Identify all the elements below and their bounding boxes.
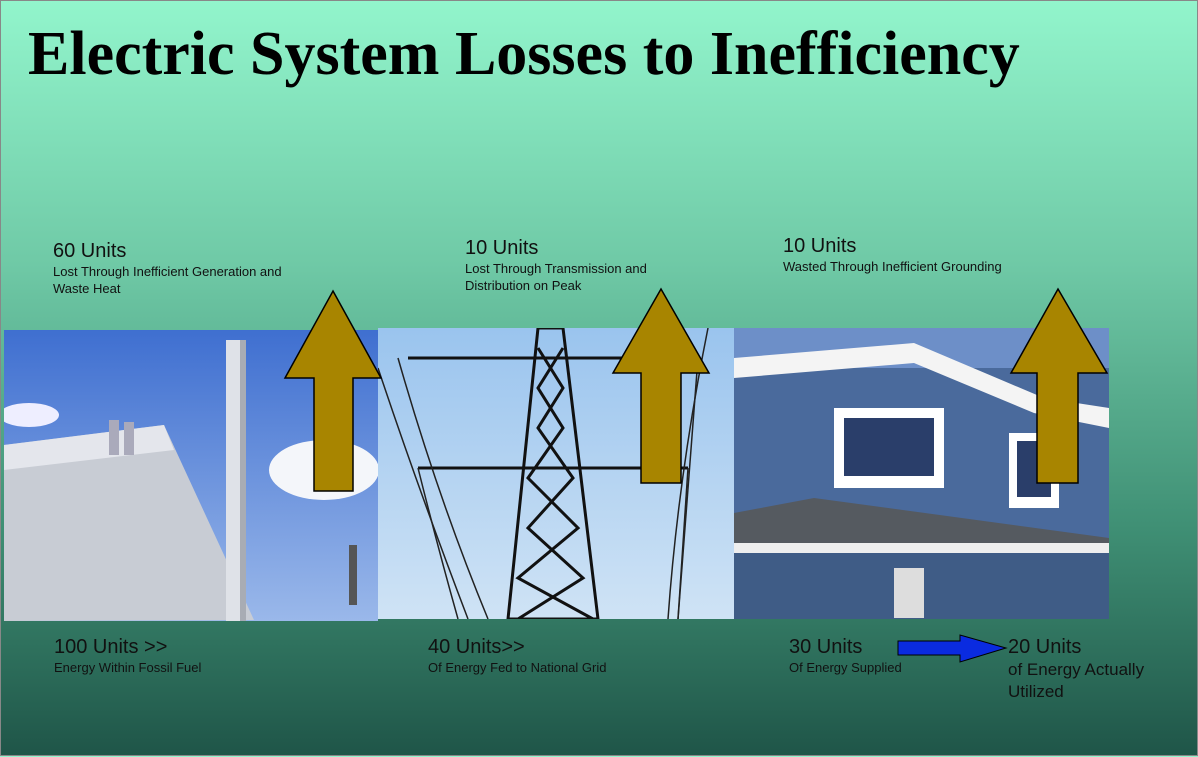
loss-desc: Wasted Through Inefficient Grounding: [783, 259, 1002, 274]
stage-units: 40 Units>>: [428, 636, 525, 658]
loss-label-transmission: 10 Units Lost Through Transmission and D…: [465, 236, 665, 294]
stage-supplied: 30 Units Of Energy Supplied: [789, 635, 902, 676]
stage-desc: Of Energy Fed to National Grid: [428, 660, 607, 675]
stage-desc: of Energy Actually Utilized: [1008, 660, 1145, 701]
loss-desc: Lost Through Transmission and Distributi…: [465, 261, 647, 293]
power-plant-image: [4, 330, 378, 621]
loss-label-grounding: 10 Units Wasted Through Inefficient Grou…: [783, 234, 1043, 275]
stage-desc: Energy Within Fossil Fuel: [54, 660, 202, 675]
loss-units: 10 Units: [783, 235, 857, 257]
transmission-tower-image: [378, 328, 734, 619]
house-image: [734, 328, 1109, 619]
stage-units: 30 Units: [789, 636, 863, 658]
stage-national-grid: 40 Units>> Of Energy Fed to National Gri…: [428, 635, 606, 676]
loss-desc: Lost Through Inefficient Generation and …: [53, 264, 282, 296]
stage-utilized: 20 Units of Energy Actually Utilized: [1008, 635, 1178, 703]
loss-units: 10 Units: [465, 237, 539, 259]
stage-desc: Of Energy Supplied: [789, 660, 902, 675]
right-arrow-icon: [897, 634, 1008, 663]
loss-units: 60 Units: [53, 240, 127, 262]
stage-fossil-fuel: 100 Units >> Energy Within Fossil Fuel: [54, 635, 201, 676]
loss-label-generation: 60 Units Lost Through Inefficient Genera…: [53, 239, 293, 297]
stage-units: 20 Units: [1008, 636, 1082, 658]
stage-units: 100 Units >>: [54, 636, 168, 658]
slide-title: Electric System Losses to Inefficiency: [28, 20, 1020, 88]
